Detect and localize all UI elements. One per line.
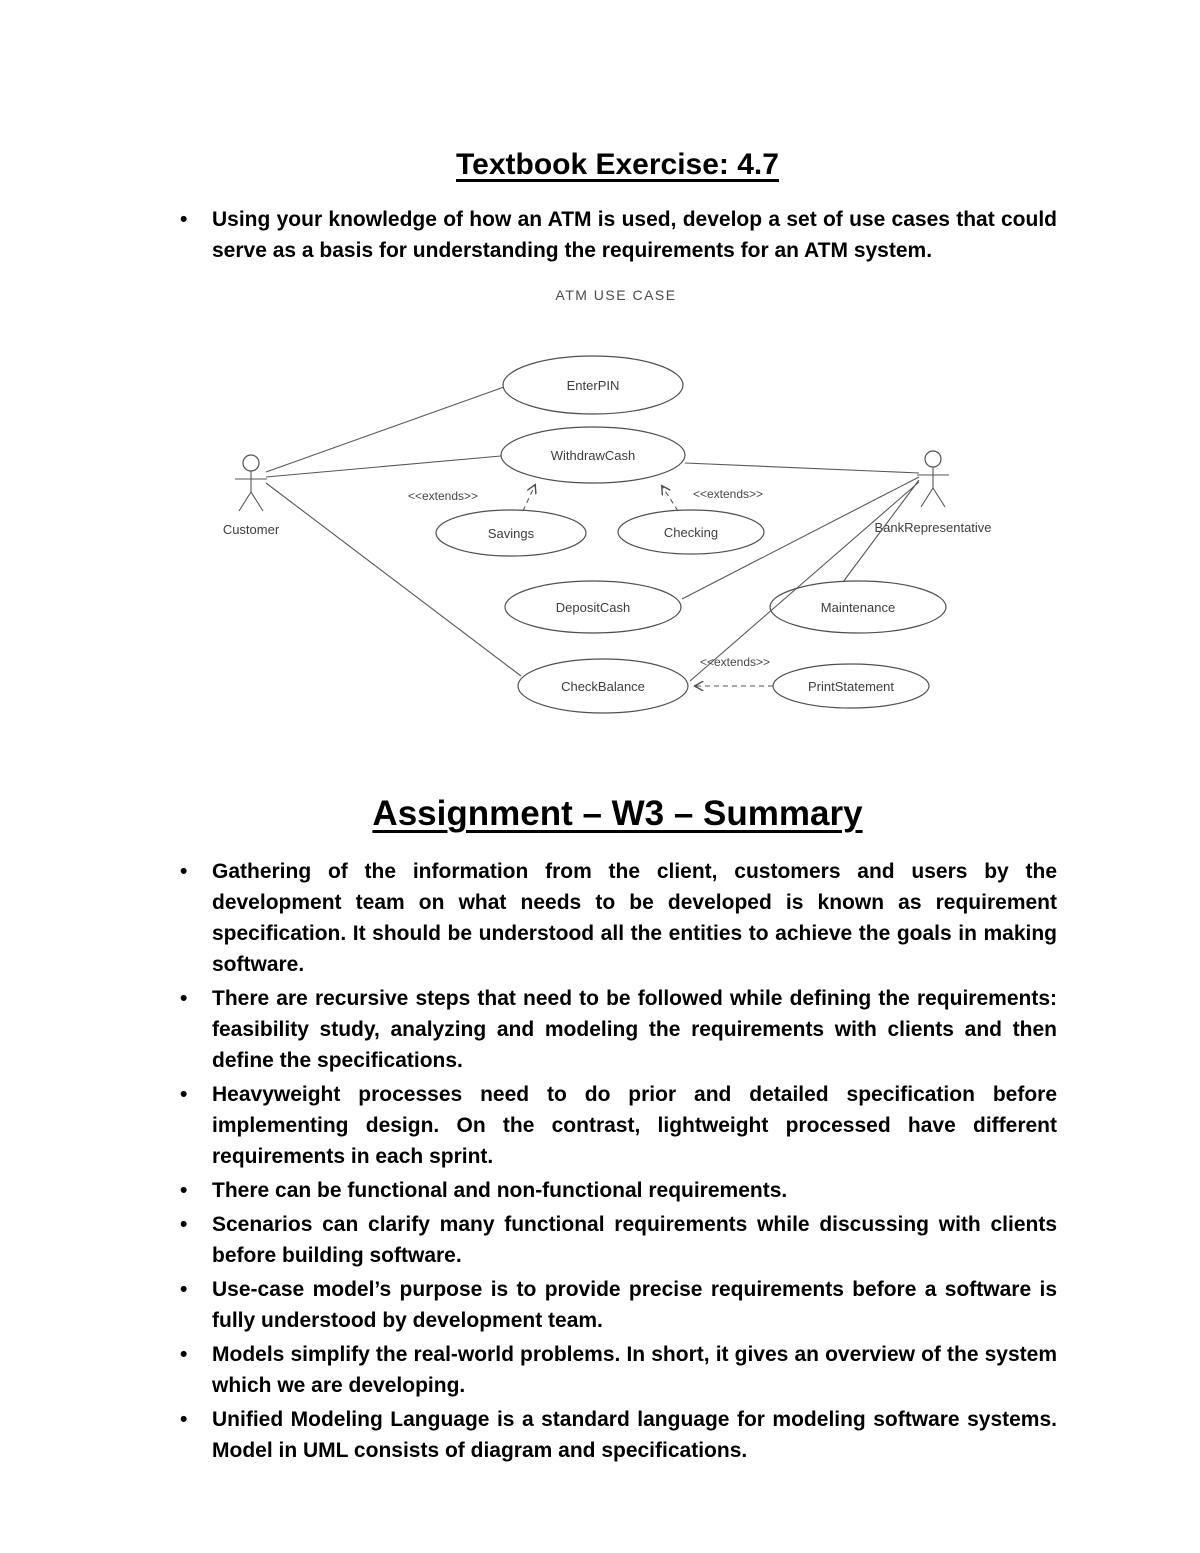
depositcash-label: DepositCash xyxy=(555,600,629,615)
use-case-withdrawcash: WithdrawCash xyxy=(499,426,686,484)
bank-representative-actor-head xyxy=(923,450,942,468)
withdrawcash-label: WithdrawCash xyxy=(550,448,635,463)
bankrep-depositcash-association xyxy=(681,476,919,600)
bullet-item: Gathering of the information from the cl… xyxy=(178,856,1057,980)
printstatement-label: PrintStatement xyxy=(808,679,894,694)
enterpin-label: EnterPIN xyxy=(566,378,619,393)
checking-label: Checking xyxy=(663,525,717,540)
use-case-enterpin: EnterPIN xyxy=(501,355,684,415)
bullet-item: Using your knowledge of how an ATM is us… xyxy=(178,204,1057,266)
section1-title: Textbook Exercise: 4.7 xyxy=(456,148,779,181)
printstatement-ellipse xyxy=(771,663,930,709)
customer-actor: Customer xyxy=(222,454,279,537)
customer-actor-label: Customer xyxy=(222,522,279,537)
bullet-item: Unified Modeling Language is a standard … xyxy=(178,1404,1057,1466)
maintenance-label: Maintenance xyxy=(820,600,894,615)
extends-label-printstatement: <<extends>> xyxy=(699,655,769,669)
savings-label: Savings xyxy=(487,526,534,541)
use-case-diagram-svg: ATM USE CASE Customer B xyxy=(222,287,991,714)
bankrep-checkbalance-association xyxy=(689,481,919,682)
checkbalance-label: CheckBalance xyxy=(561,679,645,694)
maintenance-ellipse xyxy=(768,580,947,634)
savings-extends-withdrawcash-arrow xyxy=(522,485,535,512)
diagram-title: ATM USE CASE xyxy=(555,287,676,303)
bullet-item: There are recursive steps that need to b… xyxy=(178,983,1057,1076)
bullet-item: Heavyweight processes need to do prior a… xyxy=(178,1079,1057,1172)
customer-enterpin-association xyxy=(265,386,504,473)
depositcash-ellipse xyxy=(503,580,682,634)
section1-bullet-list: Using your knowledge of how an ATM is us… xyxy=(178,204,1057,266)
use-case-printstatement: PrintStatement xyxy=(771,663,930,709)
withdrawcash-ellipse xyxy=(499,426,686,484)
use-case-depositcash: DepositCash xyxy=(503,580,682,634)
extends-label-savings: <<extends>> xyxy=(407,489,477,503)
bank-representative-actor: BankRepresentative xyxy=(874,450,991,535)
section2-title: Assignment – W3 – Summary xyxy=(372,794,863,833)
customer-checkbalance-association xyxy=(265,482,521,677)
use-case-maintenance: Maintenance xyxy=(768,580,947,634)
customer-withdrawcash-association xyxy=(265,455,501,478)
checking-ellipse xyxy=(616,509,765,555)
extends-label-checking: <<extends>> xyxy=(692,487,762,501)
bullet-item: Use-case model’s purpose is to provide p… xyxy=(178,1274,1057,1336)
bullet-item: There can be functional and non-function… xyxy=(178,1175,1057,1206)
atm-use-case-diagram: ATM USE CASE Customer B xyxy=(188,280,1048,742)
document-content: Textbook Exercise: 4.7 Using your knowle… xyxy=(0,148,1200,1466)
checking-extends-withdrawcash-arrow xyxy=(662,486,678,512)
use-case-savings: Savings xyxy=(434,509,587,557)
use-case-checking: Checking xyxy=(616,509,765,555)
enterpin-ellipse xyxy=(501,355,684,415)
use-case-checkbalance: CheckBalance xyxy=(516,658,689,714)
customer-actor-head xyxy=(241,454,260,472)
savings-ellipse xyxy=(434,509,587,557)
bank-representative-actor-label: BankRepresentative xyxy=(874,520,991,535)
bullet-item: Scenarios can clarify many functional re… xyxy=(178,1209,1057,1271)
checkbalance-ellipse xyxy=(516,658,689,714)
bullet-item: Models simplify the real-world problems.… xyxy=(178,1339,1057,1401)
bankrep-withdrawcash-association xyxy=(684,462,919,474)
section2-bullet-list: Gathering of the information from the cl… xyxy=(178,856,1057,1466)
bankrep-maintenance-association xyxy=(842,479,919,583)
